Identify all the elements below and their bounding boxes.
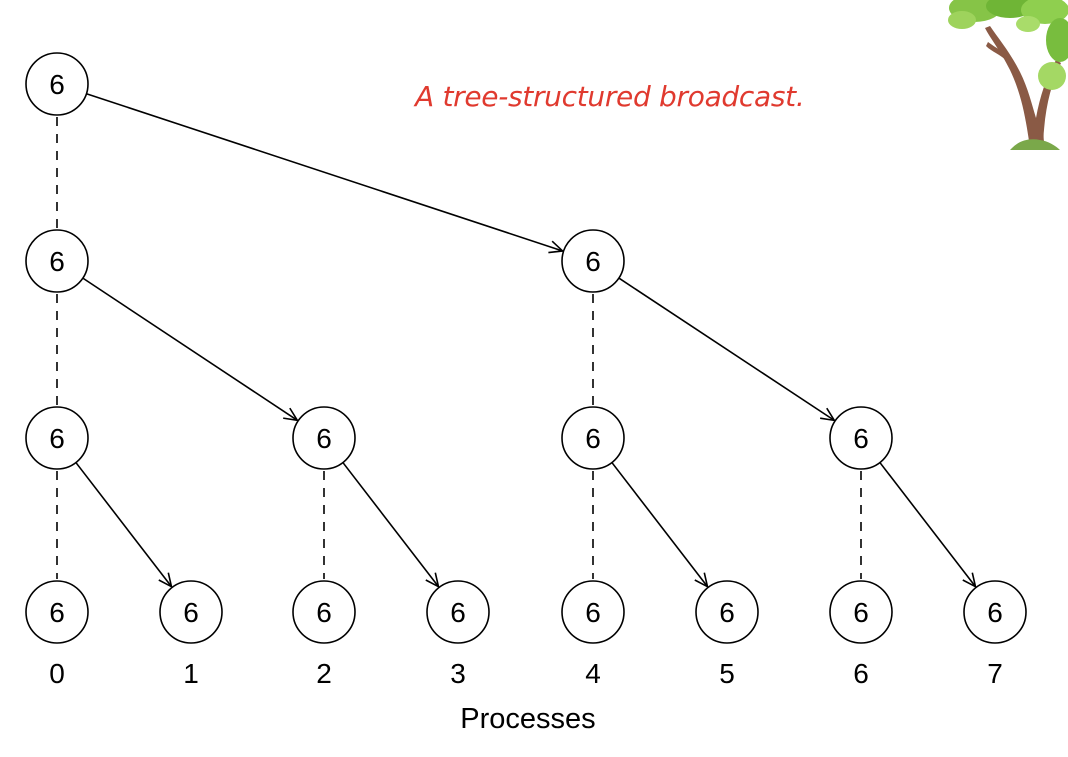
axis-label: Processes	[460, 703, 596, 735]
node-value: 6	[316, 423, 332, 454]
nodes-layer: 6 6 6 6 6 6 6 6 6 6 6 6 6 6 6	[25, 52, 1027, 644]
node-circle	[695, 580, 759, 644]
node-circle	[159, 580, 223, 644]
node-value: 6	[49, 597, 65, 628]
edges-layer	[56, 92, 977, 589]
node-circle	[963, 580, 1027, 644]
tree-illustration	[948, 0, 1068, 150]
node-value: 6	[183, 597, 199, 628]
send-arrow-6-to-7	[879, 462, 977, 589]
diagram-title: A tree-structured broadcast.	[415, 80, 805, 113]
process-label-6: 6	[853, 658, 869, 689]
process-label-7: 7	[987, 658, 1003, 689]
node-p4-level3: 6	[561, 580, 625, 644]
node-p0-level1: 6	[25, 229, 89, 293]
node-p5-level3: 6	[695, 580, 759, 644]
node-p4-level2: 6	[561, 406, 625, 470]
process-label-1: 1	[183, 658, 199, 689]
process-label-5: 5	[719, 658, 735, 689]
send-arrow-4-to-5	[611, 462, 709, 589]
node-value: 6	[49, 69, 65, 100]
node-value: 6	[585, 597, 601, 628]
node-value: 6	[585, 423, 601, 454]
node-circle	[25, 229, 89, 293]
node-value: 6	[49, 246, 65, 277]
node-p0-level2: 6	[25, 406, 89, 470]
send-arrow-4-to-6	[618, 277, 836, 422]
node-value: 6	[987, 597, 1003, 628]
node-p7-level3: 6	[963, 580, 1027, 644]
send-arrow-0-to-4	[86, 92, 565, 254]
send-arrow-0-to-2	[82, 277, 299, 422]
node-value: 6	[853, 423, 869, 454]
node-circle	[561, 229, 625, 293]
node-p4-level1: 6	[561, 229, 625, 293]
node-p6-level2: 6	[829, 406, 893, 470]
node-circle	[292, 406, 356, 470]
node-value: 6	[719, 597, 735, 628]
node-value: 6	[49, 423, 65, 454]
send-arrow-0-to-1	[75, 462, 173, 589]
node-value: 6	[316, 597, 332, 628]
process-label-4: 4	[585, 658, 601, 689]
process-label-0: 0	[49, 658, 65, 689]
node-p3-level3: 6	[426, 580, 490, 644]
node-p0-level3: 6	[25, 580, 89, 644]
send-arrow-2-to-3	[342, 462, 440, 589]
node-circle	[561, 580, 625, 644]
node-circle	[25, 52, 89, 116]
node-value: 6	[450, 597, 466, 628]
node-p2-level3: 6	[292, 580, 356, 644]
node-p2-level2: 6	[292, 406, 356, 470]
node-circle	[426, 580, 490, 644]
node-circle	[25, 406, 89, 470]
node-value: 6	[853, 597, 869, 628]
node-circle	[829, 406, 893, 470]
node-value: 6	[585, 246, 601, 277]
node-p1-level3: 6	[159, 580, 223, 644]
node-circle	[25, 580, 89, 644]
node-circle	[292, 580, 356, 644]
node-p0-level0: 6	[25, 52, 89, 116]
process-label-2: 2	[316, 658, 332, 689]
node-p6-level3: 6	[829, 580, 893, 644]
node-circle	[561, 406, 625, 470]
process-label-3: 3	[450, 658, 466, 689]
node-circle	[829, 580, 893, 644]
